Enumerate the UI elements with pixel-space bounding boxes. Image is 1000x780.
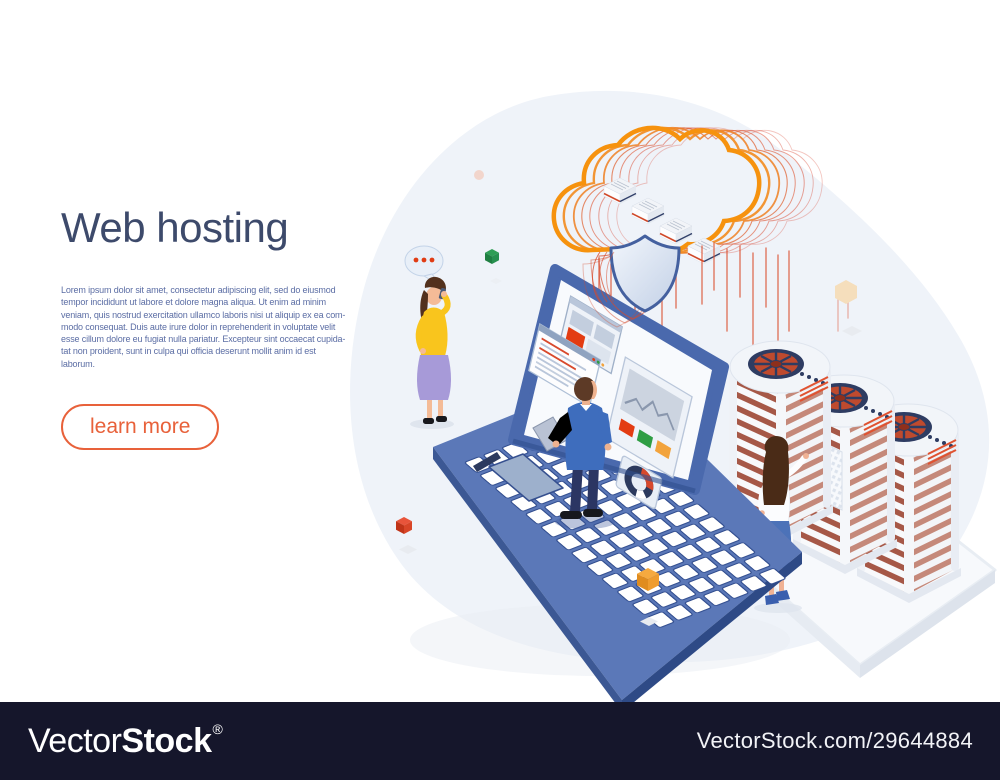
paragraph-line: modo consequat. Duis aute irure dolor in… xyxy=(61,321,336,332)
learn-more-button[interactable]: learn more xyxy=(61,404,220,450)
registered-mark: ® xyxy=(212,721,223,737)
orange-cube-icon xyxy=(637,568,659,591)
man-with-tablet xyxy=(532,377,615,529)
attribution-url: VectorStock.com/29644884 xyxy=(696,728,973,753)
dot-decor xyxy=(474,170,484,180)
page-title: Web hosting xyxy=(61,204,289,251)
diamond-decor xyxy=(842,326,862,336)
green-cube-icon xyxy=(485,249,499,264)
diamond-decor xyxy=(490,278,502,284)
trackpad xyxy=(488,453,564,502)
brand-light: Vector xyxy=(28,722,122,760)
red-cube-icon xyxy=(396,517,412,534)
diamond-decor xyxy=(399,545,417,554)
stylus xyxy=(473,452,501,472)
paragraph-line: tempor incididunt ut labore et dolore ma… xyxy=(61,297,326,308)
diamond-decor xyxy=(640,617,658,626)
hero-paragraph: Lorem ipsum dolor sit amet, consectetur … xyxy=(61,284,351,370)
paragraph-line: Lorem ipsum dolor sit amet, consectetur … xyxy=(61,285,336,295)
vectorstock-logo: VectorStock® xyxy=(28,721,223,761)
brand-bold: Stock xyxy=(121,722,212,760)
keyboard xyxy=(462,411,790,630)
laptop-dashboard xyxy=(433,264,802,712)
woman-on-phone xyxy=(404,245,454,429)
watermark-bar: VectorStock® VectorStock.com/29644884 xyxy=(0,702,1000,780)
paragraph-line: esse cillum dolore eu fugiat nulla paria… xyxy=(61,334,346,345)
paragraph-line: tat non proident, sunt in culpa qui offi… xyxy=(61,346,316,357)
screen-content xyxy=(528,295,693,509)
decor-shapes xyxy=(396,170,862,626)
paragraph-line: veniam, quis nostrud exercitation ullamc… xyxy=(61,309,346,320)
hexagon-decor xyxy=(835,280,857,304)
paragraph-line: laborum. xyxy=(61,358,95,369)
shield-icon xyxy=(582,234,681,328)
